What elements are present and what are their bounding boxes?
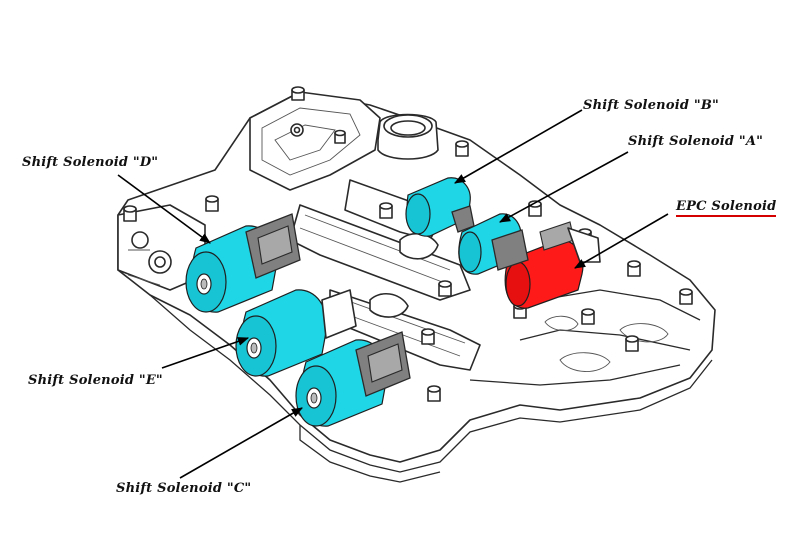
label-shift-solenoid-e: Shift Solenoid "E" xyxy=(28,373,163,388)
arrow-shift-d xyxy=(117,174,211,244)
label-shift-solenoid-d: Shift Solenoid "D" xyxy=(22,155,159,170)
leader-arrows xyxy=(117,109,669,479)
arrow-shift-b xyxy=(454,109,583,184)
shift-solenoid-d-shape xyxy=(185,213,301,313)
arrow-shift-a xyxy=(499,151,629,223)
epc-solenoid-shape xyxy=(491,221,601,309)
upper-plate xyxy=(249,91,381,191)
arrow-shift-e xyxy=(161,337,250,369)
shift-solenoid-e-shape xyxy=(235,289,357,377)
label-shift-solenoid-a: Shift Solenoid "A" xyxy=(628,134,764,149)
arrow-epc xyxy=(574,213,669,269)
label-shift-solenoid-c: Shift Solenoid "C" xyxy=(116,481,252,496)
label-epc-solenoid: EPC Solenoid xyxy=(676,199,777,217)
arrow-shift-c xyxy=(179,407,303,479)
shift-solenoid-c-shape xyxy=(295,331,411,427)
label-shift-solenoid-b: Shift Solenoid "B" xyxy=(583,98,719,113)
